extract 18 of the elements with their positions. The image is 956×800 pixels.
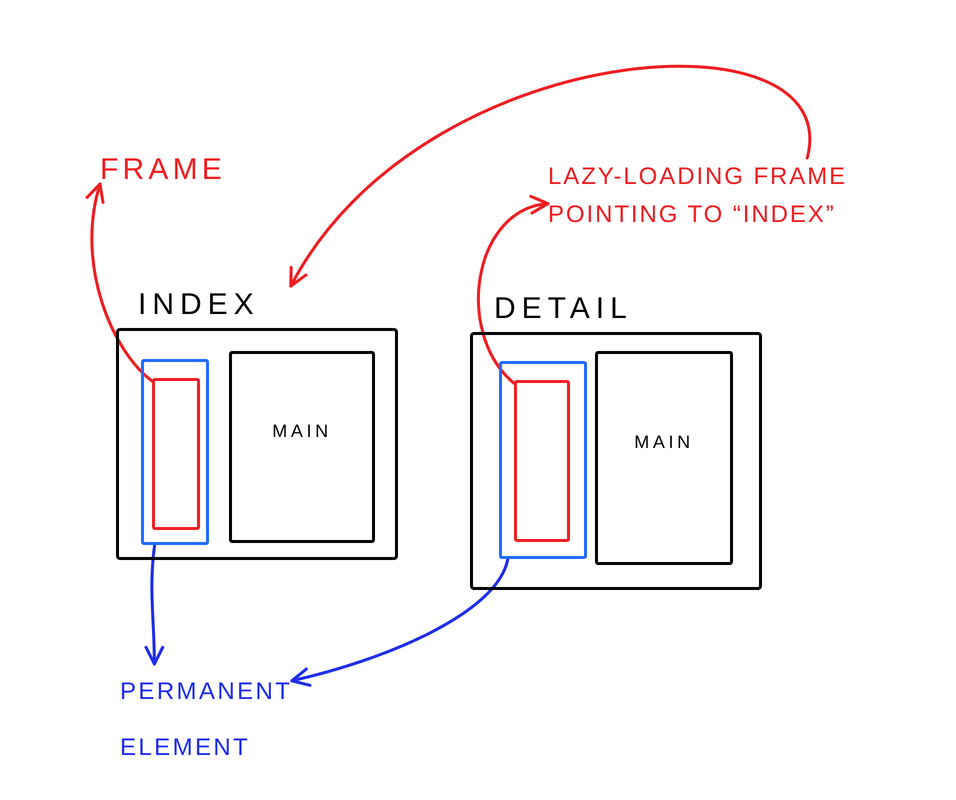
annotation-text: PERMANENT ELEMENT xyxy=(120,664,292,776)
sidebar-outline xyxy=(499,361,587,559)
box-label: MAIN xyxy=(272,420,332,443)
content-box xyxy=(229,351,375,543)
page-title: INDEX xyxy=(138,287,260,323)
curved-arrow xyxy=(290,558,510,686)
content-box xyxy=(595,351,733,565)
page-title: DETAIL xyxy=(494,291,633,327)
frame-outline xyxy=(152,378,200,530)
curved-arrow xyxy=(476,197,550,385)
annotation-text: LAZY-LOADING FRAME POINTING TO “INDEX” xyxy=(548,158,908,234)
curved-arrow xyxy=(144,544,164,666)
annotation-text: FRAME xyxy=(100,150,226,190)
curved-arrow xyxy=(86,182,154,383)
sidebar-outline xyxy=(141,359,209,545)
curved-arrow xyxy=(289,64,810,288)
box-label: MAIN xyxy=(634,431,694,454)
frame-outline xyxy=(514,380,570,542)
